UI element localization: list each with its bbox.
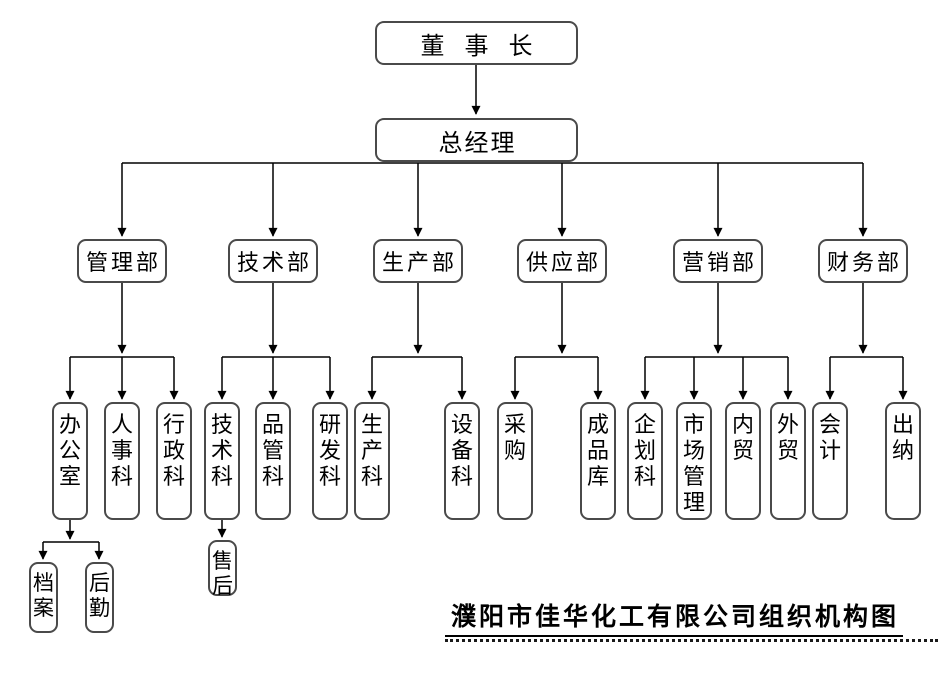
org-node-office: 办公室	[52, 402, 88, 520]
org-node-procurement: 采购	[497, 402, 533, 520]
org-node-technical-section: 技术科	[204, 402, 240, 520]
title-dotted-underline	[445, 639, 938, 642]
org-node-personnel: 人事科	[104, 402, 140, 520]
chart-title: 濮阳市佳华化工有限公司组织机构图	[445, 602, 904, 637]
org-node-management-dept: 管理部	[77, 239, 167, 283]
org-node-rnd-section: 研发科	[312, 402, 348, 520]
org-node-logistics: 后勤	[85, 562, 114, 633]
org-node-marketing-dept: 营销部	[673, 239, 763, 283]
org-node-quality-control: 品管科	[255, 402, 291, 520]
org-node-archives: 档案	[29, 562, 58, 633]
org-node-accounting: 会计	[812, 402, 848, 520]
org-node-finished-goods-store: 成品库	[580, 402, 616, 520]
org-node-finance-dept: 财务部	[818, 239, 908, 283]
org-node-production-section: 生产科	[354, 402, 390, 520]
org-node-technology-dept: 技术部	[228, 239, 318, 283]
org-node-administration: 行政科	[156, 402, 192, 520]
org-node-production-dept: 生产部	[373, 239, 463, 283]
org-node-equipment-section: 设备科	[444, 402, 480, 520]
org-node-planning-section: 企划科	[627, 402, 663, 520]
org-node-supply-dept: 供应部	[517, 239, 607, 283]
chart-title-block: 濮阳市佳华化工有限公司组织机构图	[445, 602, 938, 642]
org-node-foreign-trade: 外贸	[770, 402, 806, 520]
org-node-after-sales: 售后	[208, 540, 237, 598]
org-node-domestic-trade: 内贸	[725, 402, 761, 520]
org-node-chairman: 董事长	[375, 21, 578, 65]
org-node-cashier: 出纳	[885, 402, 921, 520]
org-node-market-management: 市场管理	[676, 402, 712, 520]
org-node-general-manager: 总经理	[375, 118, 578, 162]
